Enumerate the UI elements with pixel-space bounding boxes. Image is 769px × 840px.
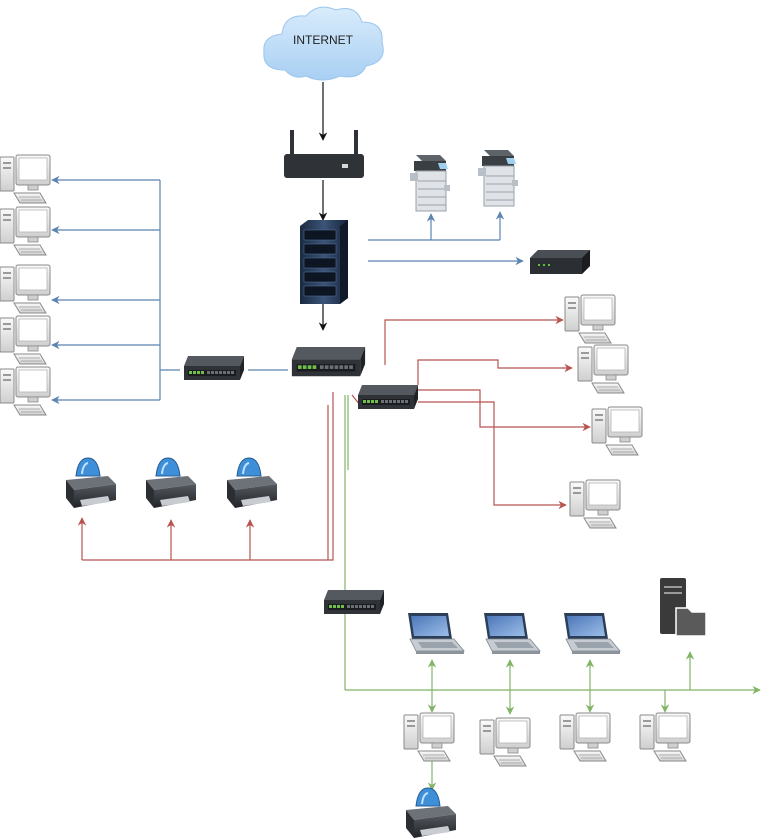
network-switch-icon: [358, 385, 418, 409]
link-right-to-pc-2: [417, 359, 573, 385]
desktop-computer-icon: [591, 406, 643, 456]
link-right-to-pc-4: [418, 401, 567, 510]
copier-icon: [477, 149, 519, 207]
server-rack-icon: [300, 220, 348, 304]
desktop-computer-icon: [569, 479, 621, 529]
laptop-icon: [563, 612, 621, 655]
desktop-computer-icon: [0, 315, 51, 365]
desktop-computer-icon: [479, 717, 531, 767]
link-right-to-pc-1: [384, 315, 564, 365]
laptop-icon: [483, 612, 541, 655]
desktop-computer-icon: [564, 294, 616, 344]
network-switch-icon: [324, 590, 384, 614]
printer-icon: [145, 457, 197, 509]
printer-icon: [65, 457, 117, 509]
desktop-computer-icon: [0, 366, 51, 416]
router-icon: [284, 130, 364, 178]
internet-label: INTERNET: [293, 33, 354, 47]
file-server-icon: [660, 578, 707, 637]
internet-cloud: INTERNET: [263, 6, 384, 81]
desktop-computer-icon: [0, 264, 51, 314]
printer-icon: [226, 457, 278, 509]
laptop-icon: [407, 612, 465, 655]
copier-icon: [409, 154, 451, 212]
modem-icon: [530, 250, 590, 274]
desktop-computer-icon: [403, 712, 455, 762]
green-links: [344, 395, 761, 791]
printer-icon: [405, 787, 457, 839]
desktop-computer-icon: [577, 344, 629, 394]
desktop-computer-icon: [559, 712, 611, 762]
desktop-computer-icon: [0, 154, 51, 204]
link-core-printers: [327, 392, 334, 561]
desktop-computer-icon: [639, 712, 691, 762]
link-right-to-pc-3: [418, 389, 591, 432]
desktop-computer-icon: [0, 206, 51, 256]
core-switch-icon: [291, 347, 366, 377]
blue-links: [51, 175, 524, 405]
network-switch-icon: [184, 356, 244, 380]
red-links: [77, 315, 591, 561]
